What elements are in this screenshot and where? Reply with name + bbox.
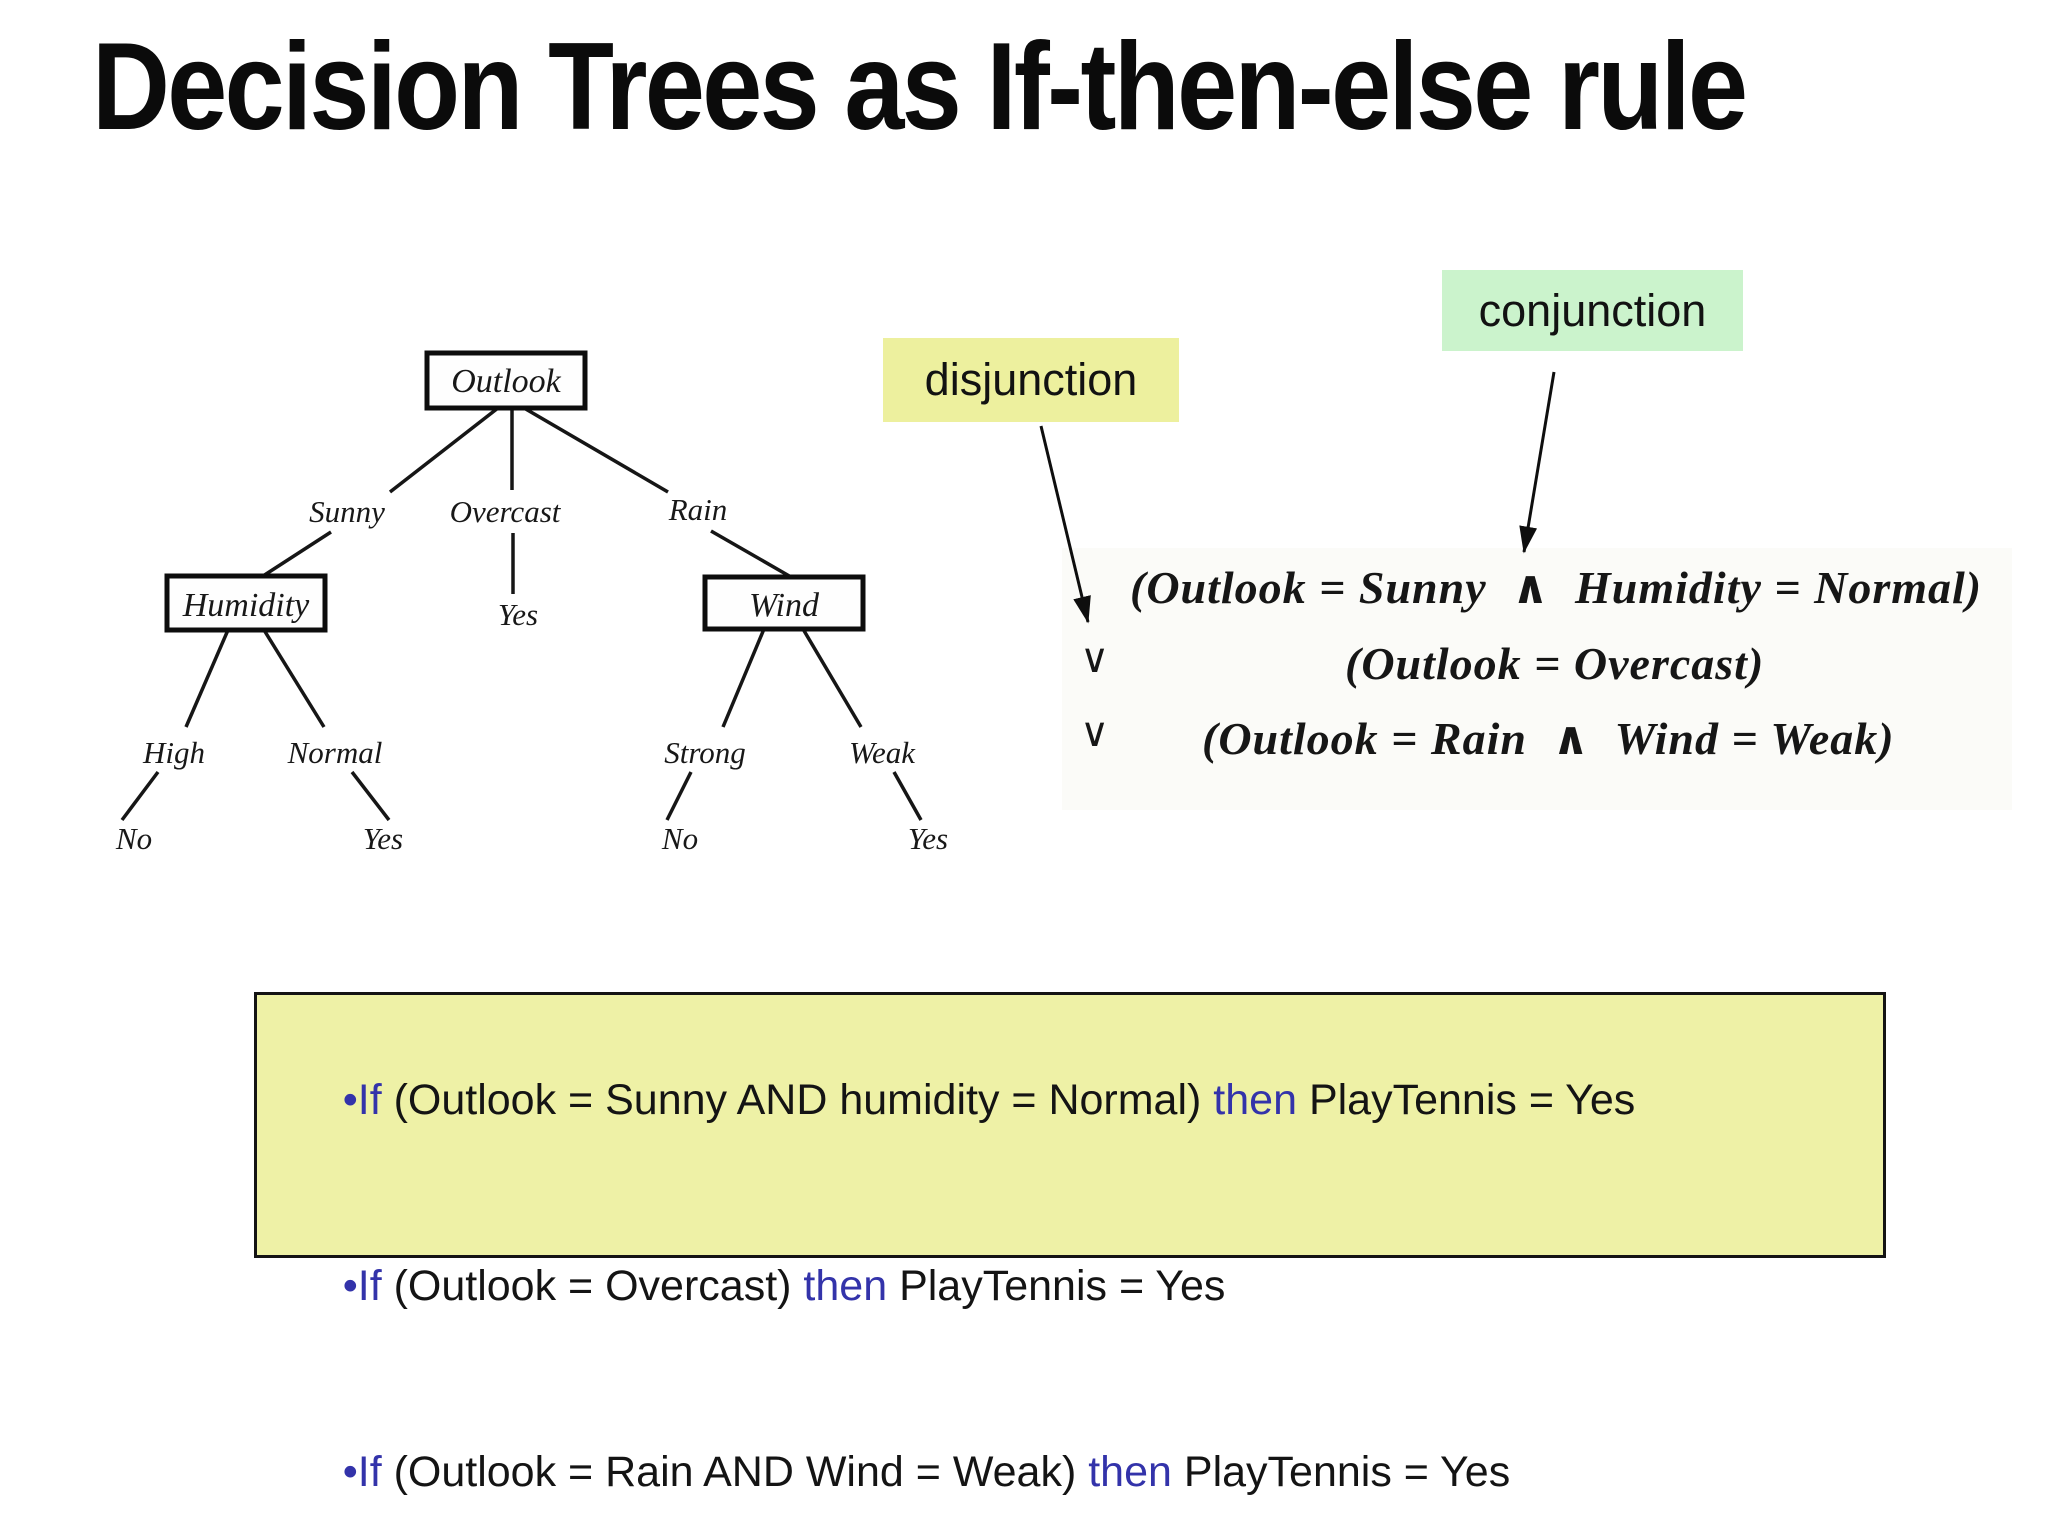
edge-humidity-high bbox=[184, 629, 230, 728]
edge-wind-weak bbox=[801, 628, 863, 728]
rule-result: PlayTennis = Yes bbox=[1297, 1076, 1636, 1124]
node-wind-box bbox=[702, 574, 866, 632]
branch-high-label: High bbox=[142, 735, 205, 770]
leaf-high-no: No bbox=[115, 821, 152, 856]
branch-sunny-label: Sunny bbox=[309, 494, 385, 529]
rule-then: then bbox=[1213, 1076, 1297, 1124]
branch-overcast-label: Overcast bbox=[450, 494, 562, 529]
leaf-weak-yes: Yes bbox=[908, 821, 948, 856]
rule-if: •If bbox=[342, 1262, 382, 1310]
formula-line-3: (Outlook = Rain ∧ Wind = Weak) bbox=[1202, 713, 1895, 764]
edge-humidity-normal bbox=[262, 629, 326, 728]
branch-normal-label: Normal bbox=[287, 735, 383, 770]
edge-outlook-rain bbox=[523, 406, 669, 494]
disjunction-label: disjunction bbox=[883, 338, 1179, 422]
rule-line-2: •If (Outlook = Overcast) then PlayTennis… bbox=[271, 1193, 1883, 1379]
rule-then: then bbox=[803, 1262, 888, 1310]
edge-rain-wind bbox=[710, 529, 792, 579]
rule-if: •If bbox=[342, 1076, 382, 1124]
rules-box: •If (Outlook = Sunny AND humidity = Norm… bbox=[254, 992, 1886, 1496]
edge-outlook-sunny bbox=[388, 406, 500, 494]
rule-then: then bbox=[1088, 1448, 1172, 1496]
edge-strong-no bbox=[665, 771, 693, 821]
rule-line-1: •If (Outlook = Sunny AND humidity = Norm… bbox=[271, 1007, 1883, 1193]
formula-line-1: (Outlook = Sunny ∧ Humidity = Normal) bbox=[1130, 562, 1983, 613]
formula-region bbox=[1062, 548, 2012, 810]
rule-if: •If bbox=[342, 1448, 382, 1496]
edge-sunny-humidity bbox=[262, 530, 332, 578]
node-wind-label: Wind bbox=[749, 587, 820, 624]
conjunction-label: conjunction bbox=[1442, 270, 1743, 351]
rule-result: PlayTennis = Yes bbox=[1171, 1448, 1511, 1496]
edge-weak-yes bbox=[892, 771, 923, 821]
node-humidity-box bbox=[164, 573, 328, 633]
leaf-overcast-yes: Yes bbox=[498, 597, 538, 632]
tree-edges bbox=[120, 406, 923, 822]
or-operator-icon: ∨ bbox=[1080, 636, 1110, 682]
formula-line-2: (Outlook = Overcast) bbox=[1345, 638, 1765, 689]
or-operator-icon: ∨ bbox=[1080, 710, 1110, 756]
rule-condition: (Outlook = Sunny AND humidity = Normal) bbox=[381, 1076, 1214, 1124]
node-outlook-box bbox=[424, 350, 588, 411]
edge-wind-strong bbox=[721, 628, 766, 728]
conjunction-arrow-icon bbox=[1519, 371, 1556, 554]
node-outlook-label: Outlook bbox=[451, 363, 561, 400]
rule-condition: (Outlook = Overcast) bbox=[381, 1262, 804, 1310]
leaf-normal-yes: Yes bbox=[363, 821, 403, 856]
rule-condition: (Outlook = Rain AND Wind = Weak) bbox=[381, 1448, 1089, 1496]
rule-result: PlayTennis = Yes bbox=[887, 1262, 1226, 1310]
edge-high-no bbox=[120, 770, 160, 822]
branch-weak-label: Weak bbox=[849, 735, 916, 770]
leaf-strong-no: No bbox=[661, 821, 698, 856]
branch-strong-label: Strong bbox=[664, 735, 746, 770]
branch-rain-label: Rain bbox=[668, 492, 728, 527]
rule-line-3: •If (Outlook = Rain AND Wind = Weak) the… bbox=[271, 1379, 1883, 1534]
page-title: Decision Trees as If-then-else rule bbox=[92, 18, 1748, 156]
node-humidity-label: Humidity bbox=[182, 587, 310, 624]
edge-normal-yes bbox=[350, 770, 391, 822]
